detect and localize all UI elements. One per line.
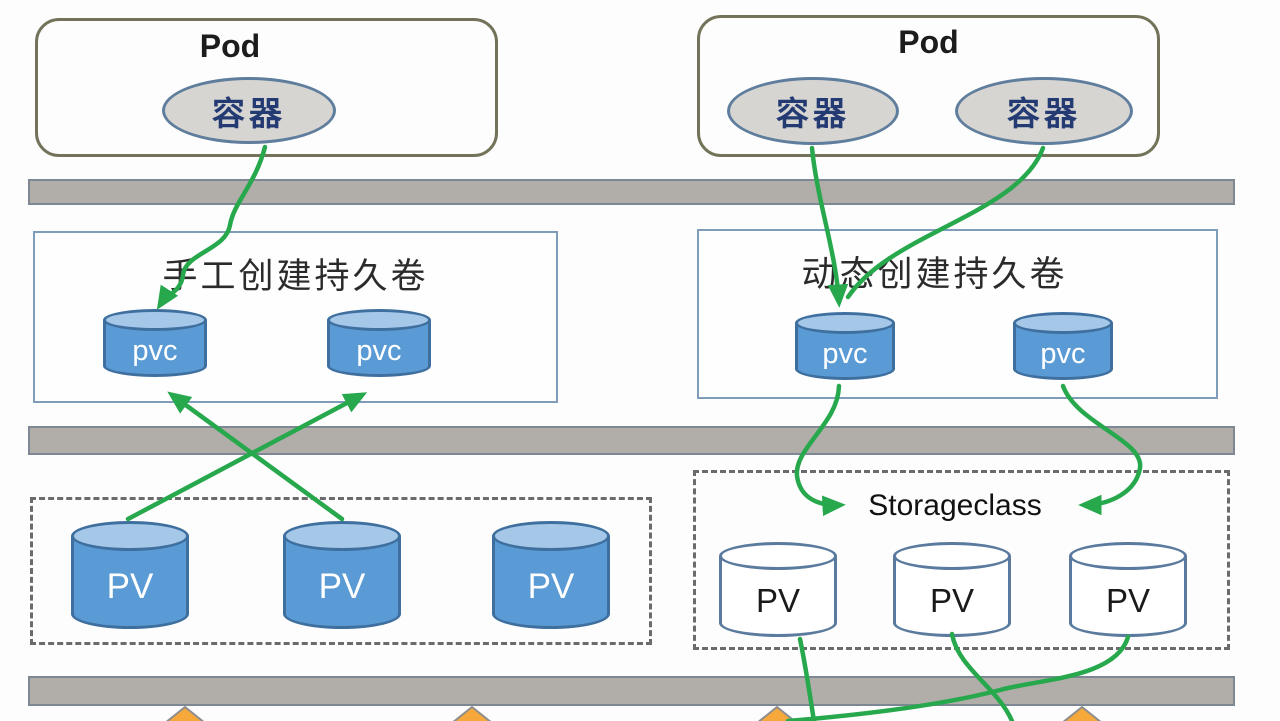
pvc-cylinder: pvc (795, 312, 895, 380)
pod-title-left: Pod (199, 28, 261, 64)
container-ellipse: 容器 (727, 77, 899, 145)
pvc-cylinder: pvc (327, 309, 431, 377)
cylinder-cap (795, 312, 895, 334)
pv-cylinder: PV (719, 542, 837, 637)
dynamic-pvc-box-title: 动态创建持久卷 (801, 255, 1068, 294)
cylinder-cap (893, 542, 1011, 570)
layer-bar-middle (28, 426, 1235, 455)
storage-diamond-icon (452, 705, 492, 721)
pvc-label: pvc (822, 338, 868, 371)
storage-diamond-icon (757, 705, 797, 721)
cylinder-body (283, 536, 401, 629)
layer-bar-top (28, 179, 1235, 205)
cylinder-cap (103, 309, 207, 331)
pv-label: PV (755, 581, 801, 619)
container-label: 容器 (212, 94, 286, 132)
pvc-label: pvc (1040, 338, 1086, 371)
pv-cylinder: PV (1069, 542, 1187, 637)
container-ellipse: 容器 (162, 77, 336, 144)
pvc-cylinder: pvc (1013, 312, 1113, 380)
pvc-label: pvc (356, 335, 402, 368)
pv-label: PV (106, 567, 154, 606)
cylinder-cap (71, 521, 189, 551)
cylinder-cap (327, 309, 431, 331)
storage-diamond-icon (165, 705, 205, 721)
container-label: 容器 (1007, 95, 1081, 132)
cylinder-body (71, 536, 189, 629)
manual-pvc-box-title: 手工创建持久卷 (162, 257, 429, 296)
storageclass-title: Storageclass (868, 489, 1042, 522)
pv-cylinder: PV (71, 521, 189, 629)
cylinder-cap (492, 521, 610, 551)
pod-title-right: Pod (898, 24, 959, 60)
storage-diamond-icons (165, 705, 1102, 721)
pv-cylinder: PV (283, 521, 401, 629)
pv-cylinder: PV (893, 542, 1011, 637)
cylinder-body (103, 320, 207, 377)
cylinder-cap (283, 521, 401, 551)
pv-label: PV (929, 581, 975, 619)
pv-label: PV (318, 567, 366, 606)
layer-bar-bottom (28, 676, 1235, 706)
pvc-cylinder: pvc (103, 309, 207, 377)
container-ellipse: 容器 (955, 77, 1133, 145)
pv-label: PV (1105, 581, 1151, 619)
cylinder-cap (1013, 312, 1113, 334)
pvc-label: pvc (132, 335, 178, 368)
cylinder-body (492, 536, 610, 629)
pv-label: PV (527, 567, 575, 606)
container-label: 容器 (776, 95, 850, 132)
pv-cylinder: PV (492, 521, 610, 629)
cylinder-cap (1069, 542, 1187, 570)
cylinder-cap (719, 542, 837, 570)
storage-diamond-icon (1062, 705, 1102, 721)
